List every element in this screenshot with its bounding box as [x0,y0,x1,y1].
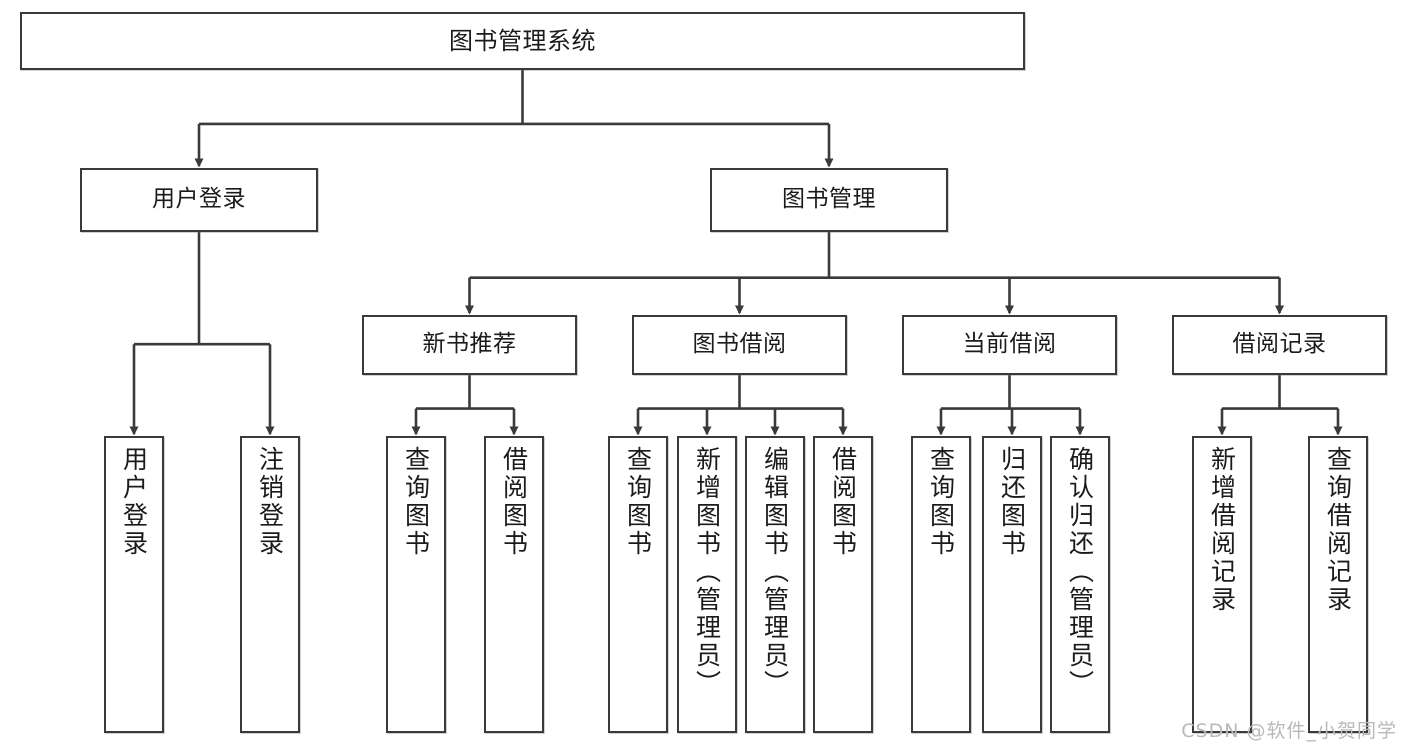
node-borrow[interactable]: 图书借阅 [632,315,847,375]
node-label: 确认归还（管理员） [1065,446,1095,698]
node-leaf-login-1[interactable]: 用户登录 [104,436,164,733]
node-label: 查询图书 [926,446,956,558]
node-root[interactable]: 图书管理系统 [20,12,1025,70]
node-leaf-new-2[interactable]: 借阅图书 [484,436,544,733]
node-leaf-bor-4[interactable]: 借阅图书 [813,436,873,733]
node-leaf-bor-2[interactable]: 新增图书（管理员） [677,436,737,733]
node-label: 查询图书 [623,446,653,558]
node-leaf-cur-2[interactable]: 归还图书 [982,436,1042,733]
node-leaf-new-1[interactable]: 查询图书 [386,436,446,733]
node-label: 新增借阅记录 [1207,446,1237,614]
node-label: 图书管理 [782,186,876,213]
node-leaf-cur-1[interactable]: 查询图书 [911,436,971,733]
node-label: 注销登录 [255,446,285,558]
node-label: 借阅图书 [499,446,529,558]
node-newbook[interactable]: 新书推荐 [362,315,577,375]
node-leaf-rec-2[interactable]: 查询借阅记录 [1308,436,1368,733]
node-current[interactable]: 当前借阅 [902,315,1117,375]
node-login[interactable]: 用户登录 [80,168,318,232]
node-label: 新增图书（管理员） [692,446,722,698]
node-label: 用户登录 [152,186,246,213]
node-label: 归还图书 [997,446,1027,558]
node-leaf-rec-1[interactable]: 新增借阅记录 [1192,436,1252,733]
node-leaf-login-2[interactable]: 注销登录 [240,436,300,733]
node-bookmgmt[interactable]: 图书管理 [710,168,948,232]
node-label: 查询图书 [401,446,431,558]
node-label: 图书借阅 [692,331,787,358]
node-leaf-bor-3[interactable]: 编辑图书（管理员） [745,436,805,733]
node-label: 编辑图书（管理员） [760,446,790,698]
watermark-label: CSDN @软件_小贺同学 [1181,720,1397,742]
node-label: 新书推荐 [422,331,517,358]
node-label: 用户登录 [119,446,149,558]
node-label: 图书管理系统 [449,26,596,55]
node-label: 借阅记录 [1232,331,1327,358]
node-leaf-cur-3[interactable]: 确认归还（管理员） [1050,436,1110,733]
node-label: 当前借阅 [962,331,1057,358]
node-leaf-bor-1[interactable]: 查询图书 [608,436,668,733]
node-records[interactable]: 借阅记录 [1172,315,1387,375]
node-label: 查询借阅记录 [1323,446,1353,614]
node-label: 借阅图书 [828,446,858,558]
